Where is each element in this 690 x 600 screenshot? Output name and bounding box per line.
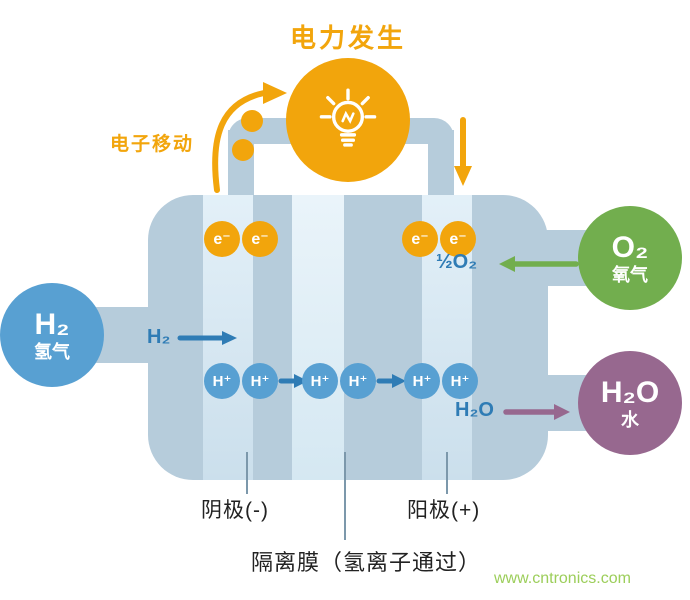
- oxygen-name: 氧气: [612, 264, 648, 285]
- light-bulb-icon: [319, 88, 377, 147]
- water-formula: H₂O: [600, 375, 660, 409]
- h2-flow-label: H₂: [147, 326, 171, 348]
- anode-label: 阳极(+): [407, 499, 481, 522]
- proton: H⁺: [204, 363, 240, 399]
- proton: H⁺: [302, 363, 338, 399]
- electron: e⁻: [204, 221, 240, 257]
- membrane-label: 隔离膜（氢离子通过）: [251, 550, 482, 575]
- h2o-flow-label: H₂O: [455, 399, 494, 421]
- proton: H⁺: [340, 363, 376, 399]
- electron-flow-label: 电子移动: [110, 134, 195, 155]
- diagram-title: 电力发生: [289, 23, 406, 53]
- membrane-pointer-line: [344, 452, 346, 540]
- hydrogen-formula: H₂: [34, 307, 70, 341]
- oxygen-node: O₂ 氧气: [578, 206, 682, 310]
- proton: H⁺: [404, 363, 440, 399]
- cathode-pointer-line: [246, 452, 248, 494]
- proton: H⁺: [242, 363, 278, 399]
- watermark: www.cntronics.com: [494, 570, 631, 587]
- electron: e⁻: [402, 221, 438, 257]
- pipe-electron-left: [228, 130, 254, 200]
- membrane-strip: [292, 195, 344, 480]
- electron: e⁻: [440, 221, 476, 257]
- half-o2-label: ½O₂: [436, 251, 478, 273]
- hydrogen-node: H₂ 氢气: [0, 283, 104, 387]
- anode-pointer-line: [446, 452, 448, 494]
- proton: H⁺: [442, 363, 478, 399]
- pipe-electron-right: [428, 130, 454, 200]
- electron: e⁻: [242, 221, 278, 257]
- oxygen-formula: O₂: [611, 230, 649, 264]
- bulb-circle: [286, 58, 410, 182]
- hydrogen-name: 氢气: [34, 341, 70, 362]
- water-name: 水: [621, 409, 639, 430]
- water-node: H₂O 水: [578, 351, 682, 455]
- cathode-label: 阴极(-): [201, 499, 269, 522]
